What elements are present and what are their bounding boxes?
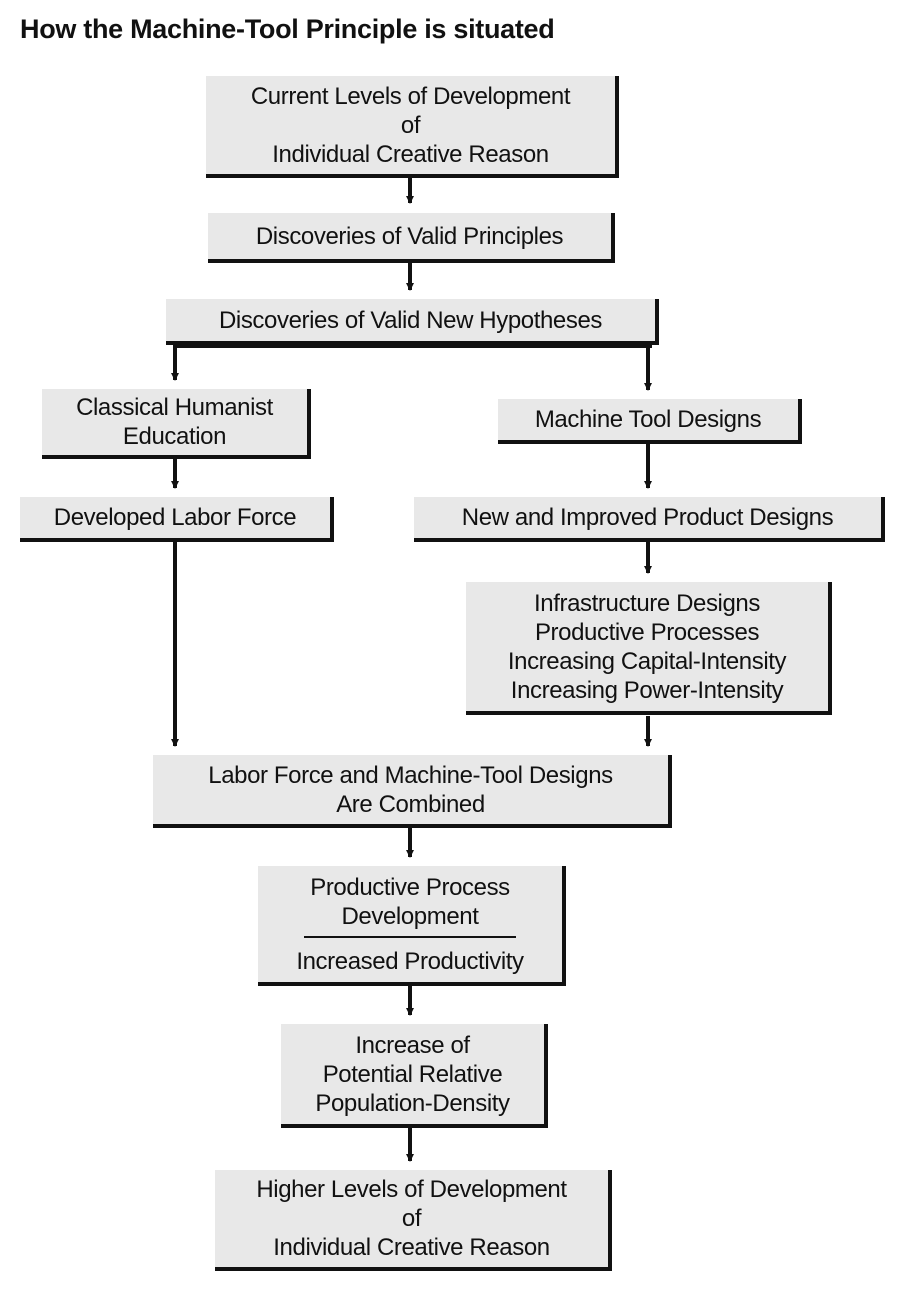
box-line: Increased Productivity (296, 947, 524, 975)
box-line: Developed Labor Force (53, 504, 297, 531)
box-line: Productive Process (310, 873, 510, 901)
box-divider (304, 935, 516, 938)
box-line: Discoveries of Valid New Hypotheses (218, 306, 603, 334)
box-line: of (401, 1205, 422, 1232)
box-line: Discoveries of Valid Principles (255, 222, 564, 250)
box-line: Education (122, 423, 227, 450)
box-line: Machine Tool Designs (534, 406, 762, 433)
box-machine-tool-designs: Machine Tool Designs (498, 399, 802, 444)
box-process-development: Productive Process Development Increased… (258, 866, 566, 986)
box-line: Current Levels of Development (250, 82, 571, 110)
box-population-density: Increase of Potential Relative Populatio… (281, 1024, 548, 1128)
box-line: Individual Creative Reason (272, 140, 549, 168)
box-line: Individual Creative Reason (273, 1234, 550, 1261)
box-line: Higher Levels of Development (256, 1176, 567, 1203)
box-infrastructure: Infrastructure Designs Productive Proces… (466, 582, 832, 715)
box-humanist-education: Classical Humanist Education (42, 389, 311, 459)
box-line: Increasing Power-Intensity (510, 676, 784, 704)
box-line: Population-Density (315, 1089, 510, 1117)
box-combined: Labor Force and Machine-Tool Designs Are… (153, 755, 672, 828)
box-line: Potential Relative (322, 1060, 503, 1088)
box-labor-force: Developed Labor Force (20, 497, 334, 542)
box-line: Infrastructure Designs (534, 589, 760, 617)
box-current-levels: Current Levels of Development of Individ… (206, 76, 619, 178)
box-line: Labor Force and Machine-Tool Designs (208, 761, 613, 789)
box-line: Increase of (355, 1031, 470, 1059)
box-line: Development (341, 902, 479, 930)
box-valid-principles: Discoveries of Valid Principles (208, 213, 615, 263)
box-valid-hypotheses: Discoveries of Valid New Hypotheses (166, 299, 659, 345)
box-line: New and Improved Product Designs (461, 504, 834, 531)
diagram-title: How the Machine-Tool Principle is situat… (20, 14, 555, 44)
box-product-designs: New and Improved Product Designs (414, 497, 885, 542)
box-line: Are Combined (336, 790, 485, 818)
box-line: Productive Processes (534, 618, 760, 646)
box-line: Increasing Capital-Intensity (507, 647, 787, 675)
box-line: Classical Humanist (76, 394, 273, 421)
box-higher-levels: Higher Levels of Development of Individu… (215, 1170, 612, 1271)
box-line: of (400, 111, 421, 139)
